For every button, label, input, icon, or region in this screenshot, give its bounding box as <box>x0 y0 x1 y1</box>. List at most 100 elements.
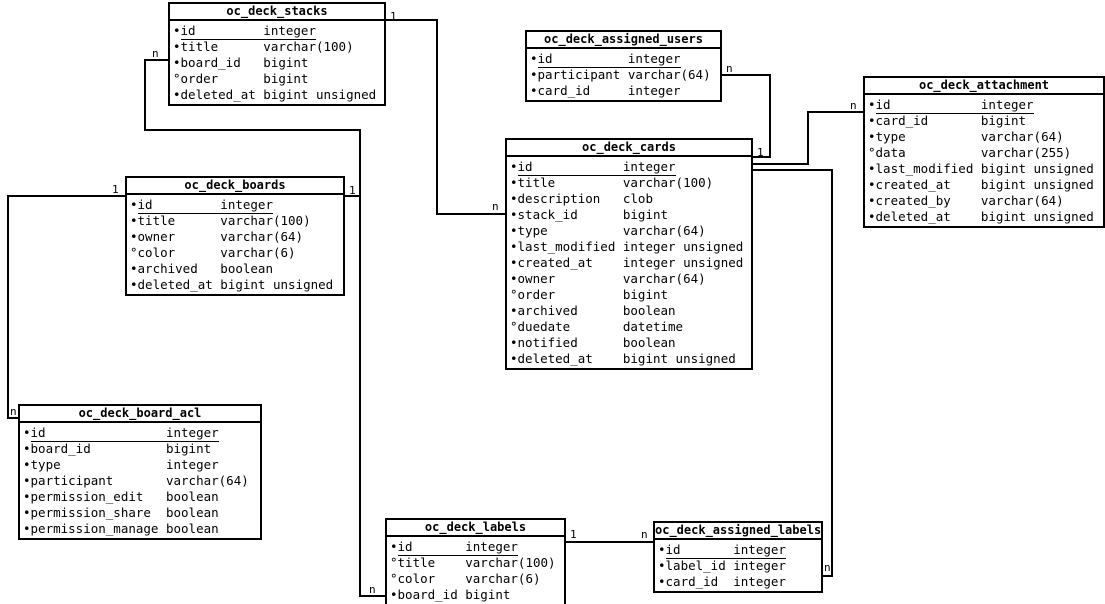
column-row-id: •id integer <box>130 197 340 214</box>
bullet-filled-icon: • <box>868 113 876 128</box>
bullet-filled-icon: • <box>390 587 398 602</box>
column-name-and-type: participant varchar(64) <box>537 67 711 82</box>
column-row-deleted_at: •deleted_at bigint unsigned <box>510 351 748 367</box>
relationship-line-oc_deck_cards-oc_deck_assigned_users <box>722 74 771 158</box>
cardinality-label: 1 <box>390 10 397 23</box>
column-row-created_at: •created_at integer unsigned <box>510 255 748 271</box>
column-row-description: •description clob <box>510 191 748 207</box>
bullet-filled-icon: • <box>868 161 876 176</box>
column-row-last_modified: •last_modified bigint unsigned <box>868 161 1100 177</box>
bullet-filled-icon: • <box>23 441 31 456</box>
column-row-type: •type varchar(64) <box>510 223 748 239</box>
bullet-filled-icon: • <box>530 67 538 82</box>
bullet-filled-icon: • <box>868 193 876 208</box>
column-row-created_by: •created_by varchar(64) <box>868 193 1100 209</box>
column-name-and-type: board_id bigint <box>180 55 309 70</box>
column-name-and-type: duedate datetime <box>517 319 684 334</box>
bullet-filled-icon: • <box>23 425 31 440</box>
bullet-filled-icon: • <box>510 191 518 206</box>
column-row-board_id: •board_id bigint <box>390 587 561 603</box>
column-row-participant: •participant varchar(64) <box>23 473 257 489</box>
bullet-filled-icon: • <box>510 239 518 254</box>
entity-oc_deck_cards: oc_deck_cards•id integer•title varchar(1… <box>505 138 753 370</box>
bullet-filled-icon: • <box>510 271 518 286</box>
column-row-id: •id integer <box>173 23 381 40</box>
column-row-stack_id: •stack_id bigint <box>510 207 748 223</box>
bullet-filled-icon: • <box>510 255 518 270</box>
column-name-and-type: board_id bigint <box>397 587 511 602</box>
column-row-title: °title varchar(100) <box>390 555 561 571</box>
bullet-open-icon: ° <box>390 555 398 570</box>
entity-columns: •id integer•board_id bigint•type integer… <box>20 423 260 538</box>
column-row-board_id: •board_id bigint <box>173 55 381 71</box>
entity-title: oc_deck_cards <box>507 140 751 157</box>
column-row-title: •title varchar(100) <box>130 213 340 229</box>
column-name-and-type: created_at integer unsigned <box>517 255 744 270</box>
column-name-and-type: label_id integer <box>665 558 786 573</box>
column-name-and-type: id integer <box>180 23 316 40</box>
column-name-and-type: permission_edit boolean <box>30 489 219 504</box>
cardinality-label: n <box>641 528 648 541</box>
column-name-and-type: data varchar(255) <box>875 145 1072 160</box>
column-name-and-type: owner varchar(64) <box>137 229 304 244</box>
column-row-deleted_at: •deleted_at bigint unsigned <box>173 87 381 103</box>
bullet-filled-icon: • <box>23 505 31 520</box>
entity-oc_deck_board_acl: oc_deck_board_acl•id integer•board_id bi… <box>18 404 262 540</box>
bullet-filled-icon: • <box>173 87 181 102</box>
column-row-title: •title varchar(100) <box>173 39 381 55</box>
bullet-filled-icon: • <box>23 457 31 472</box>
column-row-id: •id integer <box>23 425 257 442</box>
column-row-id: •id integer <box>868 97 1100 114</box>
entity-oc_deck_labels: oc_deck_labels•id integer°title varchar(… <box>385 518 566 604</box>
bullet-filled-icon: • <box>23 521 31 536</box>
bullet-open-icon: ° <box>868 145 876 160</box>
bullet-filled-icon: • <box>510 351 518 366</box>
column-name-and-type: card_id bigint <box>875 113 1027 128</box>
column-name-and-type: type varchar(64) <box>875 129 1064 144</box>
column-name-and-type: deleted_at bigint unsigned <box>180 87 377 102</box>
bullet-filled-icon: • <box>868 97 876 112</box>
entity-title: oc_deck_assigned_users <box>527 32 720 49</box>
bullet-filled-icon: • <box>510 207 518 222</box>
bullet-filled-icon: • <box>390 539 398 554</box>
column-row-card_id: •card_id bigint <box>868 113 1100 129</box>
bullet-filled-icon: • <box>173 23 181 38</box>
column-name-and-type: id integer <box>397 539 518 556</box>
bullet-filled-icon: • <box>173 39 181 54</box>
column-name-and-type: color varchar(6) <box>397 571 541 586</box>
column-name-and-type: id integer <box>137 197 273 214</box>
column-name-and-type: deleted_at bigint unsigned <box>875 209 1094 224</box>
column-name-and-type: id integer <box>665 542 786 559</box>
cardinality-label: n <box>152 47 159 60</box>
column-name-and-type: deleted_at bigint unsigned <box>517 351 736 366</box>
bullet-open-icon: ° <box>130 245 138 260</box>
column-row-color: °color varchar(6) <box>390 571 561 587</box>
bullet-filled-icon: • <box>130 277 138 292</box>
column-row-id: •id integer <box>390 539 561 556</box>
column-name-and-type: description clob <box>517 191 653 206</box>
cardinality-label: n <box>726 62 733 75</box>
bullet-filled-icon: • <box>868 129 876 144</box>
column-name-and-type: created_at bigint unsigned <box>875 177 1094 192</box>
column-row-title: •title varchar(100) <box>510 175 748 191</box>
column-row-permission_manage: •permission_manage boolean <box>23 521 257 537</box>
bullet-filled-icon: • <box>868 209 876 224</box>
column-name-and-type: board_id bigint <box>30 441 212 456</box>
column-row-id: •id integer <box>530 51 717 68</box>
bullet-filled-icon: • <box>530 51 538 66</box>
column-name-and-type: id integer <box>30 425 219 442</box>
column-row-label_id: •label_id integer <box>658 558 818 574</box>
entity-title: oc_deck_stacks <box>170 4 384 21</box>
cardinality-label: n <box>850 99 857 112</box>
relationship-line-oc_deck_cards-oc_deck_attachment <box>753 111 863 165</box>
column-name-and-type: participant varchar(64) <box>30 473 249 488</box>
entity-title: oc_deck_attachment <box>865 78 1103 95</box>
column-name-and-type: permission_manage boolean <box>30 521 219 536</box>
column-row-order: °order bigint <box>510 287 748 303</box>
entity-columns: •id integer°title varchar(100)°color var… <box>387 537 564 604</box>
bullet-filled-icon: • <box>130 213 138 228</box>
cardinality-label: 1 <box>570 528 577 541</box>
entity-oc_deck_assigned_labels: oc_deck_assigned_labels•id integer•label… <box>653 521 823 593</box>
